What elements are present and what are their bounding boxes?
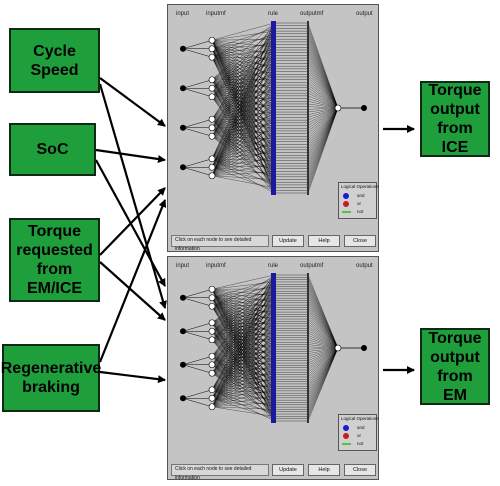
inputmf-node <box>208 294 216 302</box>
inputmf-node <box>208 327 216 335</box>
output-node <box>334 344 342 352</box>
final-output-node <box>361 105 367 111</box>
inputmf-node <box>208 172 216 180</box>
and-dot <box>343 193 349 199</box>
inputmf-node <box>208 93 216 101</box>
arrow-treq-top <box>99 187 166 256</box>
output-label-torque-em: Torque output from EM <box>428 329 482 404</box>
input-box-soc: SoC <box>9 123 96 176</box>
close-button[interactable]: Close <box>344 235 376 247</box>
help-button[interactable]: Help <box>308 464 340 476</box>
layer-label-output: output <box>356 11 373 17</box>
and-dot <box>343 425 349 431</box>
anfis-panel-ice: input inputmf rule outputmf output Logic… <box>167 4 379 252</box>
input-box-regenerative-braking: Regenerative braking <box>0 344 102 412</box>
or-dot <box>343 201 349 207</box>
inputmf-node <box>208 45 216 53</box>
legend-box: Logical Operations and or not <box>338 182 379 219</box>
network-edges <box>182 274 364 422</box>
input-box-cycle-speed: Cycle Speed <box>9 28 100 93</box>
inputmf-node <box>208 386 216 394</box>
arrow-speed-top <box>99 77 166 127</box>
arrow-treq-bottom <box>99 261 166 321</box>
legend-or: or <box>357 433 362 438</box>
arrow-soc-top <box>95 148 166 163</box>
legend-and: and <box>357 425 365 430</box>
inputmf-node <box>208 394 216 402</box>
inputmf-node <box>208 369 216 377</box>
layer-label-inputmf: inputmf <box>206 263 226 269</box>
arrow-regen-top <box>98 199 167 363</box>
inputmf-node <box>208 53 216 61</box>
legend-or: or <box>357 201 362 206</box>
inputmf-node <box>208 84 216 92</box>
input-node <box>180 45 186 52</box>
output-label-torque-ice: Torque output from ICE <box>428 82 482 156</box>
inputmf-node <box>208 36 216 44</box>
input-node <box>180 361 186 368</box>
input-box-torque-requested: Torque requested from EM/ICE <box>9 218 100 302</box>
inputmf-node <box>208 352 216 360</box>
network-graph[interactable] <box>168 17 378 229</box>
input-label-soc: SoC <box>36 141 69 158</box>
close-button[interactable]: Close <box>344 464 376 476</box>
legend-title: Logical Operations <box>341 184 379 189</box>
update-button[interactable]: Update <box>272 464 304 476</box>
rule-layer-bar <box>271 273 276 423</box>
inputmf-node <box>208 302 216 310</box>
layer-label-outputmf: outputmf <box>300 263 324 269</box>
inputmf-node <box>208 115 216 123</box>
output-box-torque-ice: Torque output from ICE <box>420 81 490 157</box>
layer-label-rule: rule <box>268 263 279 269</box>
inputmf-node <box>208 155 216 163</box>
legend-not: not <box>357 441 364 446</box>
input-node <box>180 124 186 131</box>
network-edges <box>182 22 364 194</box>
rule-layer-bar <box>271 21 276 195</box>
inputmf-node <box>208 285 216 293</box>
inputmf-node <box>208 336 216 344</box>
input-label-regenerative-braking: Regenerative braking <box>0 360 102 396</box>
or-dot <box>343 433 349 439</box>
inputmf-node <box>208 132 216 140</box>
input-node <box>180 395 186 402</box>
input-label-torque-requested: Torque requested from EM/ICE <box>16 223 93 297</box>
outputmf-layer-bar <box>307 21 309 195</box>
arrow-regen-bottom <box>99 370 166 384</box>
legend-and: and <box>357 193 365 198</box>
inputmf-node <box>208 163 216 171</box>
layer-label-outputmf: outputmf <box>300 11 324 17</box>
inputmf-node <box>208 361 216 369</box>
layer-label-output: output <box>356 263 373 269</box>
inputmf-node <box>208 124 216 132</box>
input-label-cycle-speed: Cycle Speed <box>30 42 79 79</box>
input-node <box>180 85 186 92</box>
anfis-panel-em: input inputmf rule outputmf output Logic… <box>167 256 379 481</box>
input-node <box>180 294 186 301</box>
inputmf-node <box>208 76 216 84</box>
layer-label-inputmf: inputmf <box>206 11 226 17</box>
final-output-node <box>361 345 367 351</box>
outputmf-layer-bar <box>307 273 309 423</box>
output-box-torque-em: Torque output from EM <box>420 328 490 405</box>
input-node <box>180 164 186 171</box>
help-button[interactable]: Help <box>308 235 340 247</box>
output-node <box>334 104 342 112</box>
hint-text: Click on each node to see detailed infor… <box>171 235 269 252</box>
hint-text: Click on each node to see detailed infor… <box>171 464 269 481</box>
update-button[interactable]: Update <box>272 235 304 247</box>
network-graph[interactable] <box>168 269 378 457</box>
layer-label-input: input <box>176 11 190 17</box>
arrow-speed-bottom <box>98 83 167 309</box>
legend-not: not <box>357 209 364 214</box>
legend-title: Logical Operations <box>341 416 379 421</box>
input-node <box>180 328 186 335</box>
inputmf-node <box>208 403 216 411</box>
inputmf-node <box>208 319 216 327</box>
layer-label-rule: rule <box>268 11 279 17</box>
legend-box: Logical Operations and or not <box>338 414 379 451</box>
layer-label-input: input <box>176 263 190 269</box>
